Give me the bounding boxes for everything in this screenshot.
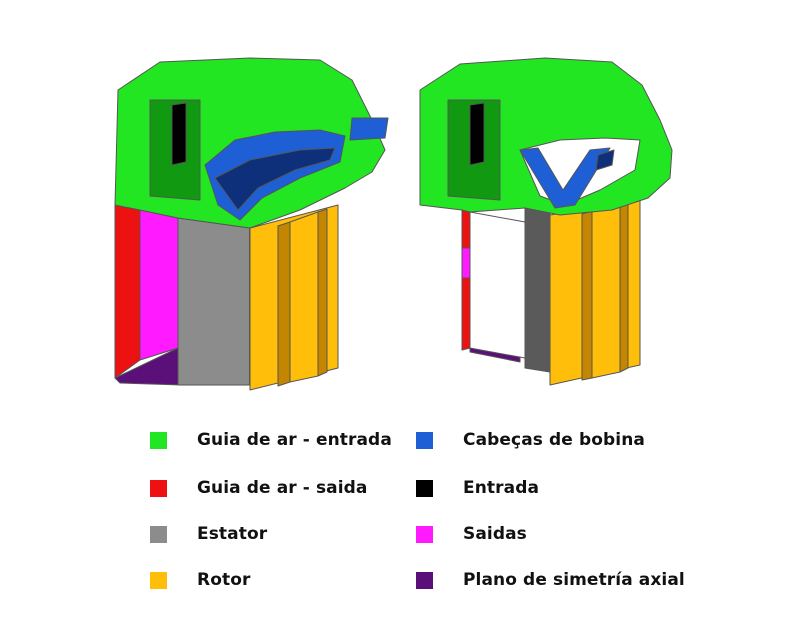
legend-item-rotor: Rotor (150, 570, 250, 590)
right-coil-tab (595, 149, 615, 171)
left-outlet-air-guide (114, 204, 141, 379)
legend-swatch (416, 525, 433, 543)
legend-label: Rotor (197, 570, 251, 590)
right-outlet (461, 247, 471, 279)
right-rotor-front (591, 204, 621, 379)
legend-item-symmetry-plane: Plano de simetría axial (416, 570, 685, 590)
legend-label: Guia de ar - saida (197, 478, 368, 498)
left-coil-tab (349, 117, 389, 141)
legend-item-outlet-air-guide: Guia de ar - saida (150, 478, 368, 498)
right-rotor-slot-b (619, 202, 629, 373)
right-inlet (469, 102, 485, 166)
left-rotor-front (289, 211, 319, 383)
right-model (419, 57, 673, 386)
legend-swatch (416, 431, 433, 449)
legend-swatch (150, 525, 167, 543)
legend-item-inlet: Entrada (416, 478, 539, 498)
left-rotor-slot-b (317, 208, 328, 377)
legend-item-coil-heads: Cabeças de bobina (416, 430, 645, 450)
right-stator (524, 207, 551, 373)
left-outlet (139, 209, 179, 361)
legend-swatch (150, 479, 167, 497)
legend-item-inlet-air-guide: Guia de ar - entrada (150, 430, 392, 450)
legend-swatch (150, 571, 167, 589)
right-rotor-slot-a (581, 210, 593, 381)
legend-label: Cabeças de bobina (463, 430, 645, 450)
left-coil-heads-shadow (214, 147, 336, 211)
right-coil-heads (519, 147, 611, 209)
legend-label: Saidas (463, 524, 527, 544)
legend-swatch (150, 431, 167, 449)
legend-label: Estator (197, 524, 268, 544)
left-stator (177, 217, 251, 386)
left-model (114, 57, 389, 391)
left-rotor-slot-a (277, 221, 291, 387)
legend-label: Entrada (463, 478, 540, 498)
legend-item-stator: Estator (150, 524, 267, 544)
legend-label: Guia de ar - entrada (197, 430, 392, 450)
legend-label: Plano de simetría axial (463, 570, 685, 590)
legend-item-outlets: Saidas (416, 524, 527, 544)
legend-swatch (416, 479, 433, 497)
left-inlet (171, 102, 187, 166)
right-outlet-panel (469, 211, 526, 359)
generator-cfd-model-figure (114, 57, 673, 391)
legend-swatch (416, 571, 433, 589)
right-outlet-air-guide (461, 209, 471, 351)
